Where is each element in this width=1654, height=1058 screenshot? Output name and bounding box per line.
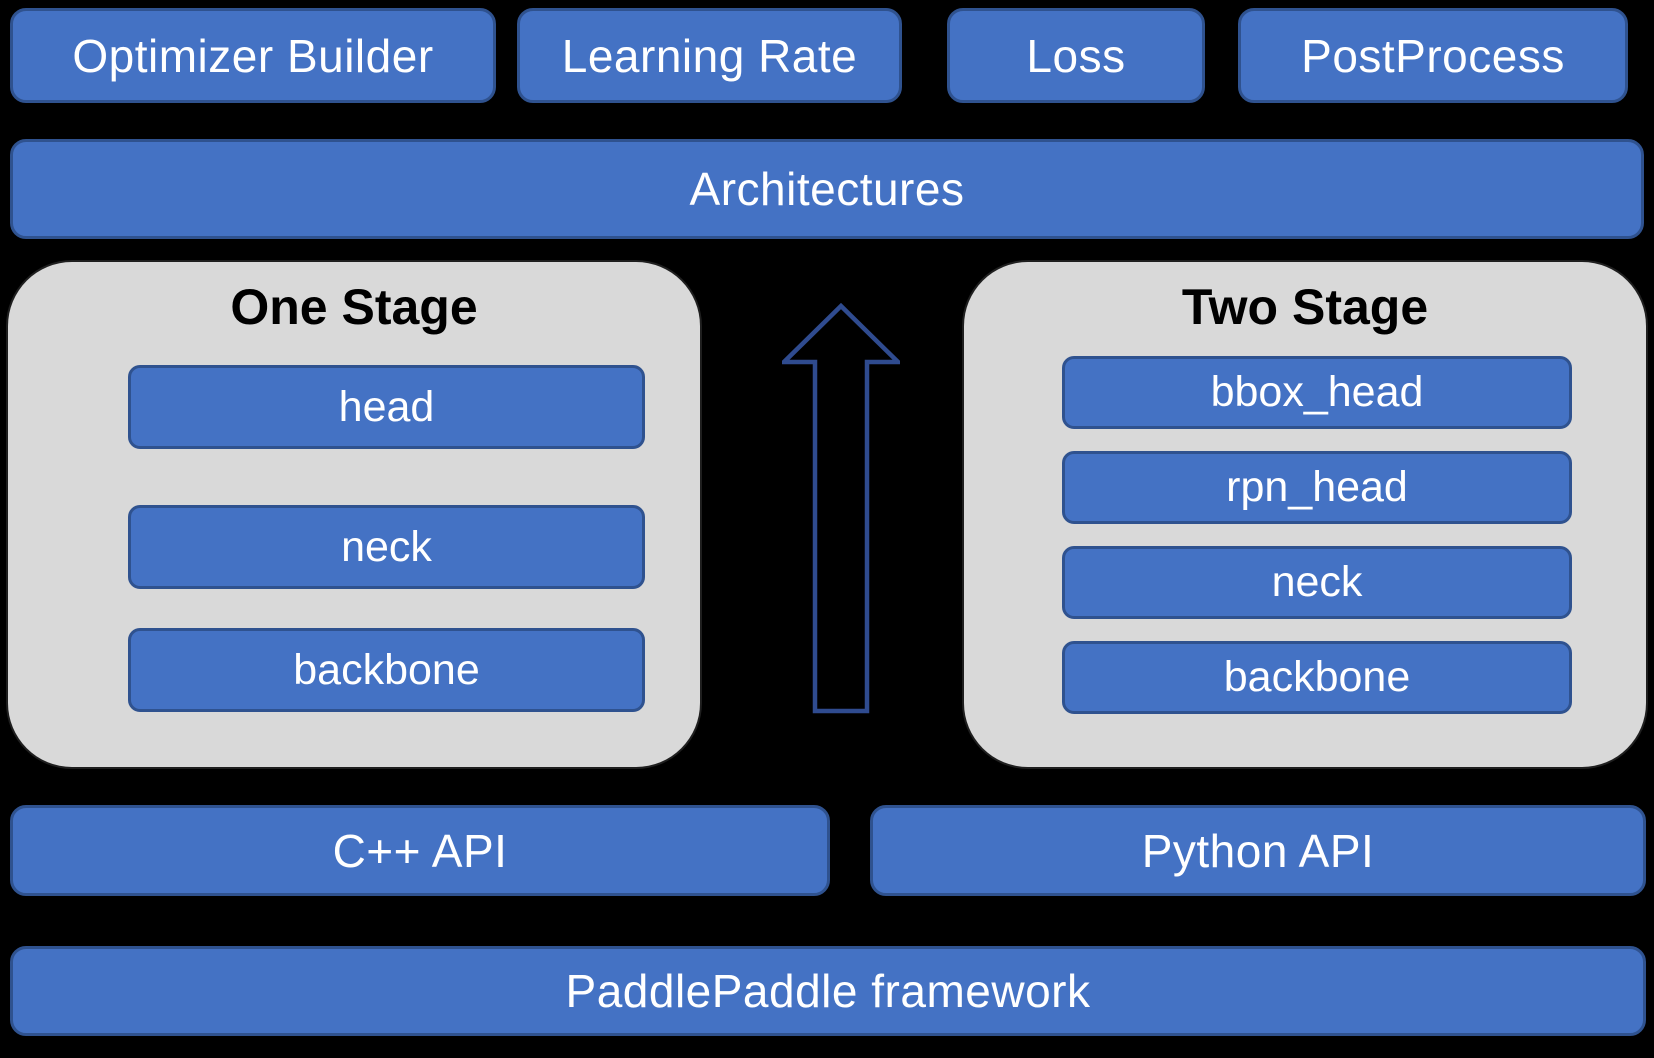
group-two-stage: Two Stage bbox_head rpn_head neck backbo…: [964, 262, 1646, 767]
bar-neck: neck: [128, 505, 645, 589]
group-one-stage: One Stage head neck backbone: [8, 262, 700, 767]
box-paddlepaddle-framework: PaddlePaddle framework: [10, 946, 1646, 1036]
box-optimizer-builder: Optimizer Builder: [10, 8, 496, 103]
bar-backbone: backbone: [128, 628, 645, 712]
bar-backbone: backbone: [1062, 641, 1572, 714]
box-python-api: Python API: [870, 805, 1646, 896]
group-title: Two Stage: [1181, 279, 1429, 335]
up-arrow-outline: [782, 303, 900, 714]
box-postprocess: PostProcess: [1238, 8, 1628, 103]
group-title: One Stage: [230, 279, 478, 335]
box-architectures: Architectures: [10, 139, 1644, 239]
box-loss: Loss: [947, 8, 1205, 103]
box-cpp-api: C++ API: [10, 805, 830, 896]
bar-rpn-head: rpn_head: [1062, 451, 1572, 524]
bar-head: head: [128, 365, 645, 449]
box-learning-rate: Learning Rate: [517, 8, 902, 103]
up-arrow-icon: [782, 303, 900, 714]
bar-neck: neck: [1062, 546, 1572, 619]
bar-bbox-head: bbox_head: [1062, 356, 1572, 429]
